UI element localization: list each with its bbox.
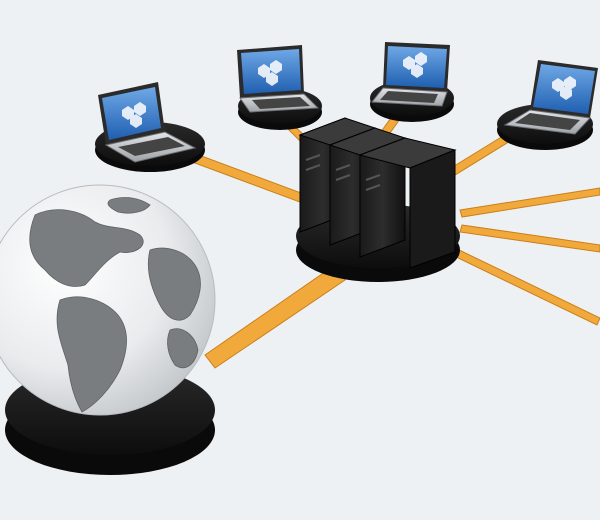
hexagon-cluster-icon bbox=[122, 102, 146, 128]
laptop-icon bbox=[371, 42, 450, 107]
cable-right-1 bbox=[459, 187, 600, 218]
server-rack-icon bbox=[358, 137, 457, 269]
server-rack-group bbox=[298, 117, 457, 269]
laptop-4 bbox=[497, 60, 598, 150]
cable-globe-server bbox=[204, 264, 346, 369]
globe-icon bbox=[0, 184, 216, 416]
laptop-icon bbox=[98, 82, 197, 163]
laptop-3 bbox=[370, 42, 454, 122]
cable-right-2 bbox=[459, 224, 600, 253]
laptop-icon bbox=[237, 45, 320, 113]
laptop-2 bbox=[237, 45, 322, 130]
laptop-icon bbox=[503, 60, 598, 135]
hexagon-cluster-icon bbox=[403, 52, 427, 78]
laptop-1 bbox=[95, 82, 205, 172]
hexagon-cluster-icon bbox=[552, 76, 576, 100]
hexagon-cluster-icon bbox=[258, 60, 282, 86]
